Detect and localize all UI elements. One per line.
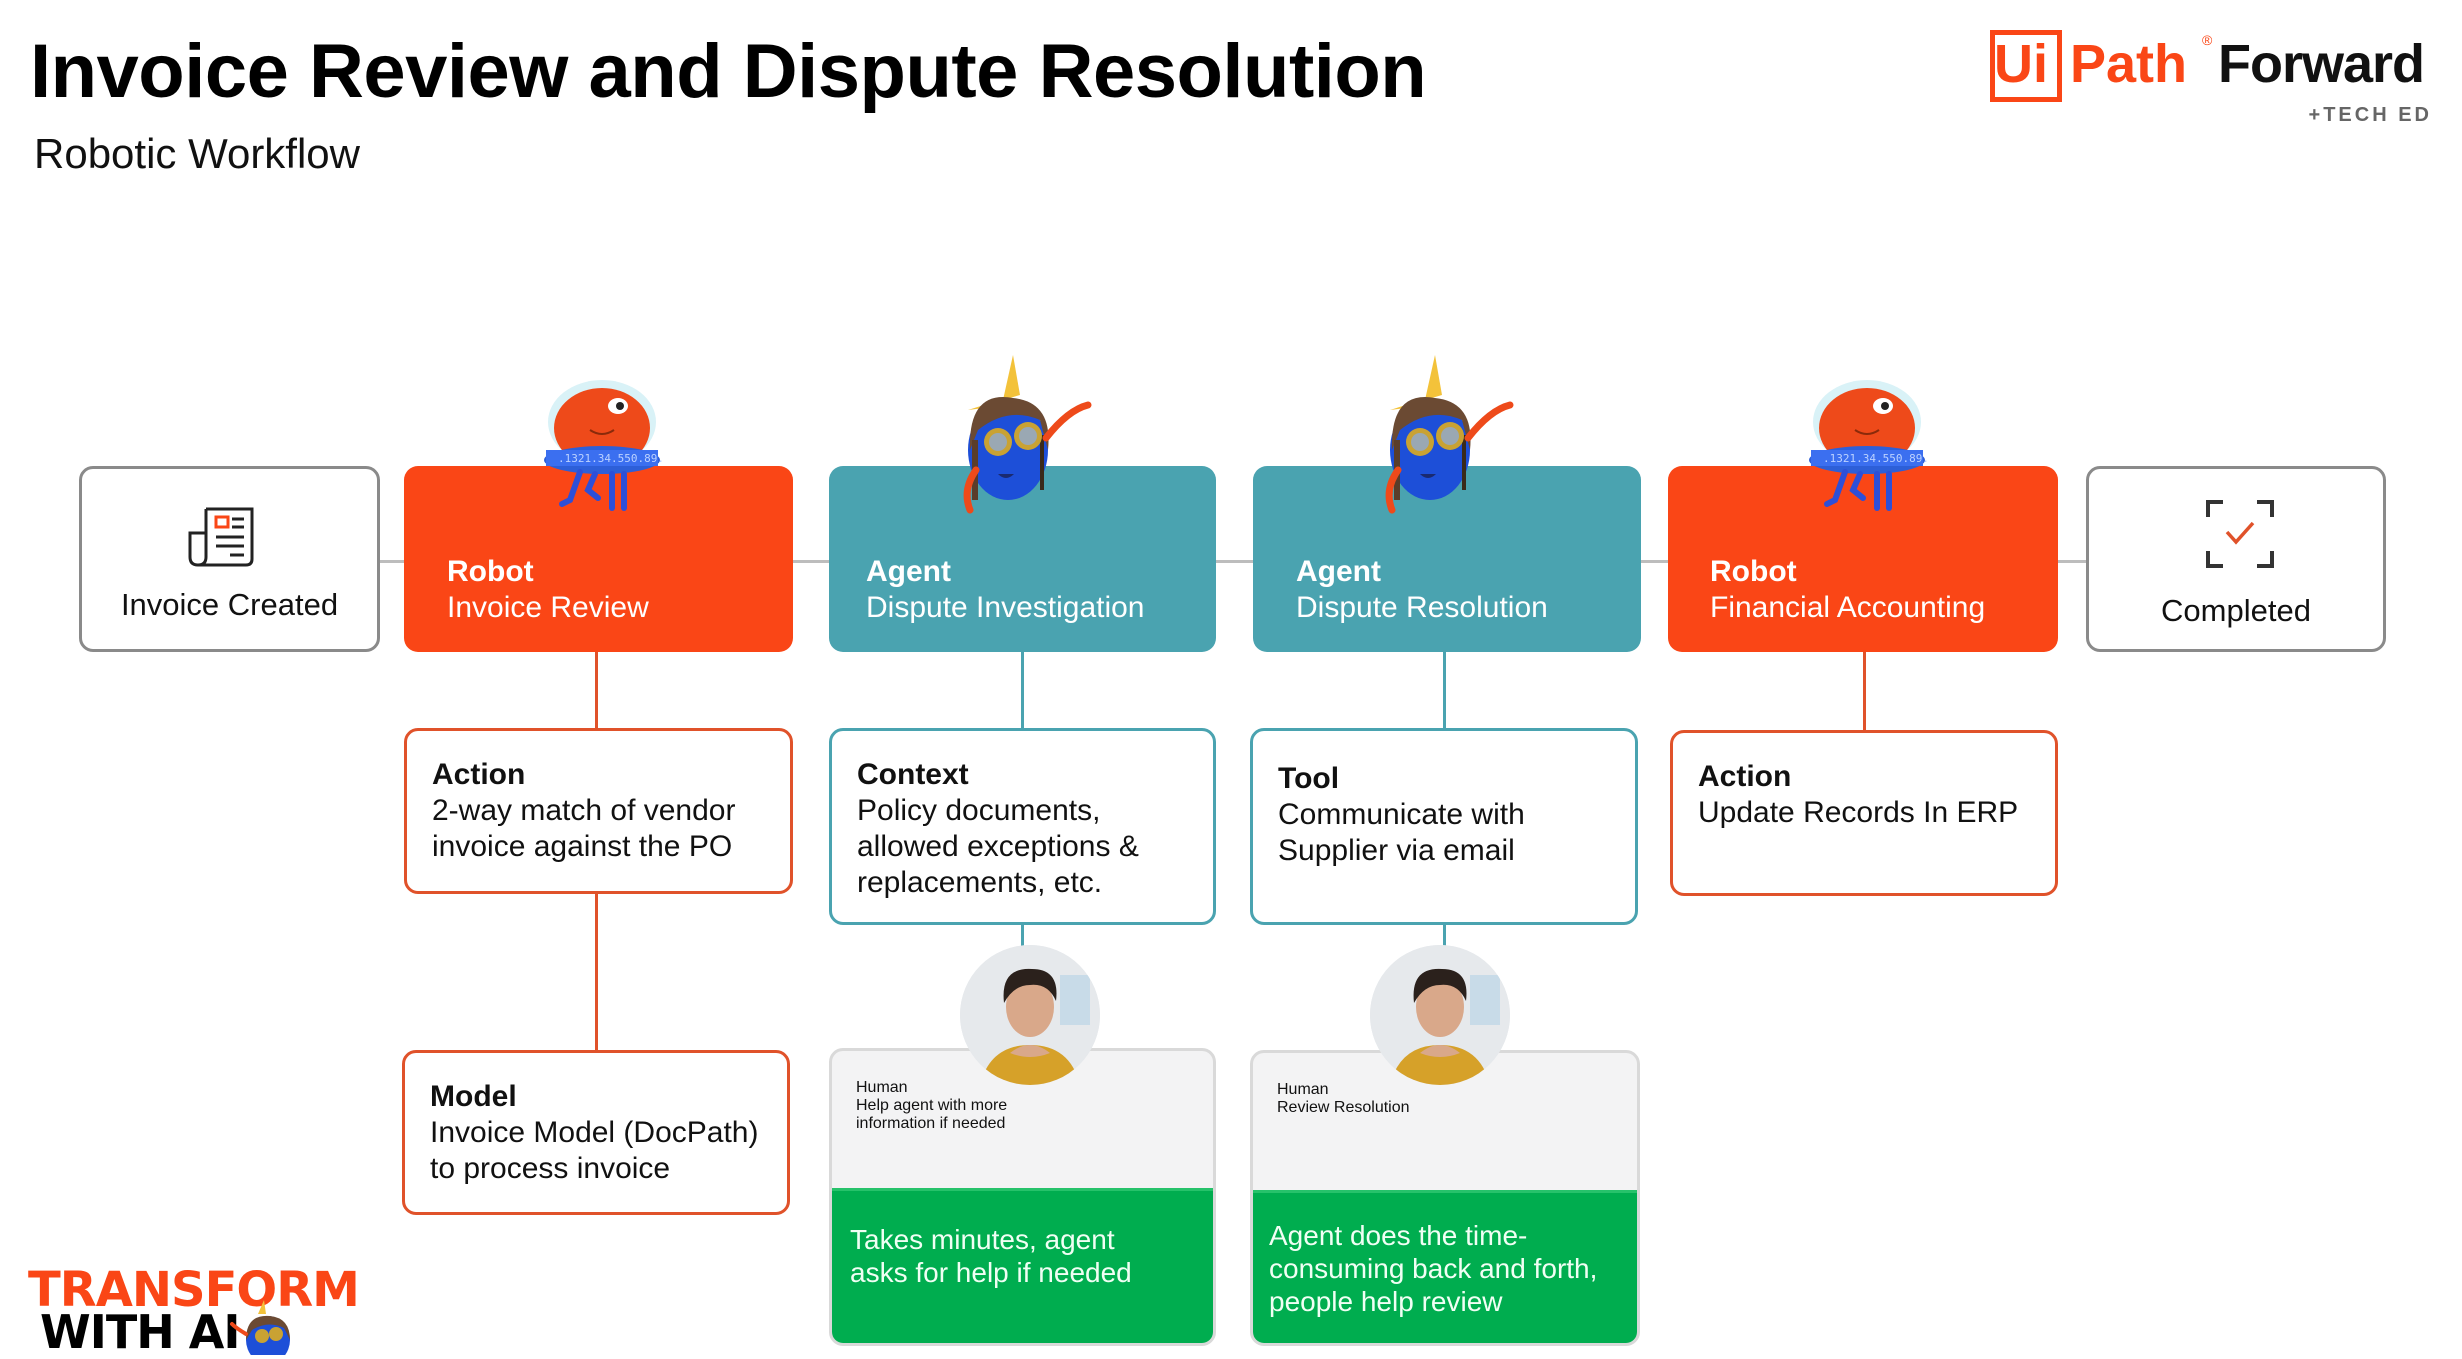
connector xyxy=(793,560,829,563)
connector xyxy=(1641,560,1668,563)
step-name: Invoice Review xyxy=(447,591,649,624)
step-agent-dispute-investigation[interactable]: Agent Dispute Investigation xyxy=(829,466,1216,652)
card-text: 2-way match of vendor invoice against th… xyxy=(432,794,736,863)
svg-text:.1321.34.550.89.: .1321.34.550.89. xyxy=(1823,452,1929,465)
connector xyxy=(1021,925,1024,947)
accounting-action-card[interactable]: Action Update Records In ERP xyxy=(1670,730,2058,896)
human-note-banner: Takes minutes, agent asks for help if ne… xyxy=(832,1188,1213,1343)
step-role: Agent xyxy=(1296,555,1381,588)
connector xyxy=(1216,560,1253,563)
logo-ui-box xyxy=(1990,30,2062,102)
human-note-banner: Agent does the time- consuming back and … xyxy=(1253,1190,1637,1343)
step-robot-invoice-review[interactable]: Robot Invoice Review xyxy=(404,466,793,652)
person-photo-icon xyxy=(960,945,1100,1085)
robot-mascot-icon: .1321.34.550.89. xyxy=(544,380,664,511)
registered-mark: ® xyxy=(2202,32,2213,48)
step-agent-dispute-resolution[interactable]: Agent Dispute Resolution xyxy=(1253,466,1641,652)
completed-node[interactable]: Completed xyxy=(2086,466,2386,652)
completed-check-icon xyxy=(2206,500,2274,568)
card-heading: Action xyxy=(432,758,526,791)
card-text: Review Resolution xyxy=(1277,1099,1410,1116)
step-name: Dispute Resolution xyxy=(1296,591,1548,624)
person-photo-icon xyxy=(1370,945,1510,1085)
completed-label: Completed xyxy=(2161,593,2311,628)
connector xyxy=(1863,652,1866,730)
step-role: Robot xyxy=(447,555,534,588)
human-avatar xyxy=(1370,945,1510,1085)
card-heading: Action xyxy=(1698,760,1792,793)
invoice-document-icon xyxy=(188,507,254,567)
connector xyxy=(1021,652,1024,728)
human-avatar xyxy=(960,945,1100,1085)
human-note-text: Takes minutes, agent asks for help if ne… xyxy=(850,1224,1132,1288)
transform-with-ai-line2: WITH AI xyxy=(40,1305,240,1359)
resolution-tool-card[interactable]: Tool Communicate with Supplier via email xyxy=(1250,728,1638,925)
human-card-investigation[interactable]: Human Help agent with more information i… xyxy=(829,1048,1216,1346)
card-text: Policy documents, allowed exceptions & r… xyxy=(857,794,1139,899)
uipath-forward-logo: Ui Path ® Forward +TECH ED xyxy=(1990,30,2440,130)
connector xyxy=(2058,560,2086,563)
card-heading: Tool xyxy=(1278,762,1340,795)
human-card-resolution[interactable]: Human Review Resolution Agent does the t… xyxy=(1250,1050,1640,1346)
connector xyxy=(1443,925,1446,947)
agent-pilot-mascot-icon xyxy=(963,355,1092,514)
human-note-text: Agent does the time- consuming back and … xyxy=(1269,1220,1598,1317)
card-heading: Human xyxy=(856,1079,908,1096)
investigation-context-card[interactable]: Context Policy documents, allowed except… xyxy=(829,728,1216,925)
card-heading: Context xyxy=(857,758,969,791)
card-text: Invoice Model (DocPath) to process invoi… xyxy=(430,1116,759,1185)
logo-path-text: Path xyxy=(2070,34,2188,94)
transform-with-ai-line1: TRANSFORM xyxy=(28,1262,360,1318)
agent-pilot-mascot-icon xyxy=(1385,355,1514,514)
step-role: Agent xyxy=(866,555,951,588)
invoice-review-model-card[interactable]: Model Invoice Model (DocPath) to process… xyxy=(402,1050,790,1215)
logo-ui-text: Ui xyxy=(1994,34,2048,94)
connector xyxy=(1443,652,1446,728)
agent-pilot-mascot-icon xyxy=(230,1300,290,1355)
connector xyxy=(595,894,598,1050)
connector xyxy=(380,560,404,563)
step-name: Dispute Investigation xyxy=(866,591,1145,624)
svg-text:.1321.34.550.89.: .1321.34.550.89. xyxy=(558,452,664,465)
page-title: Invoice Review and Dispute Resolution xyxy=(30,29,1427,114)
page-subtitle: Robotic Workflow xyxy=(34,130,360,177)
step-name: Financial Accounting xyxy=(1710,591,1986,624)
card-heading: Model xyxy=(430,1080,517,1113)
invoice-created-node[interactable]: Invoice Created xyxy=(79,466,380,652)
invoice-created-label: Invoice Created xyxy=(120,587,339,622)
card-text: Communicate with Supplier via email xyxy=(1278,798,1525,867)
logo-forward-text: Forward xyxy=(2218,34,2425,94)
card-heading: Human xyxy=(1277,1081,1329,1098)
robot-mascot-icon: .1321.34.550.89. xyxy=(1809,380,1929,511)
logo-tech-ed-text: +TECH ED xyxy=(2308,104,2432,126)
step-role: Robot xyxy=(1710,555,1797,588)
card-text: Update Records In ERP xyxy=(1698,796,2019,829)
card-text: Help agent with more information if need… xyxy=(856,1097,1008,1132)
connector xyxy=(595,652,598,728)
invoice-review-action-card[interactable]: Action 2-way match of vendor invoice aga… xyxy=(404,728,793,894)
